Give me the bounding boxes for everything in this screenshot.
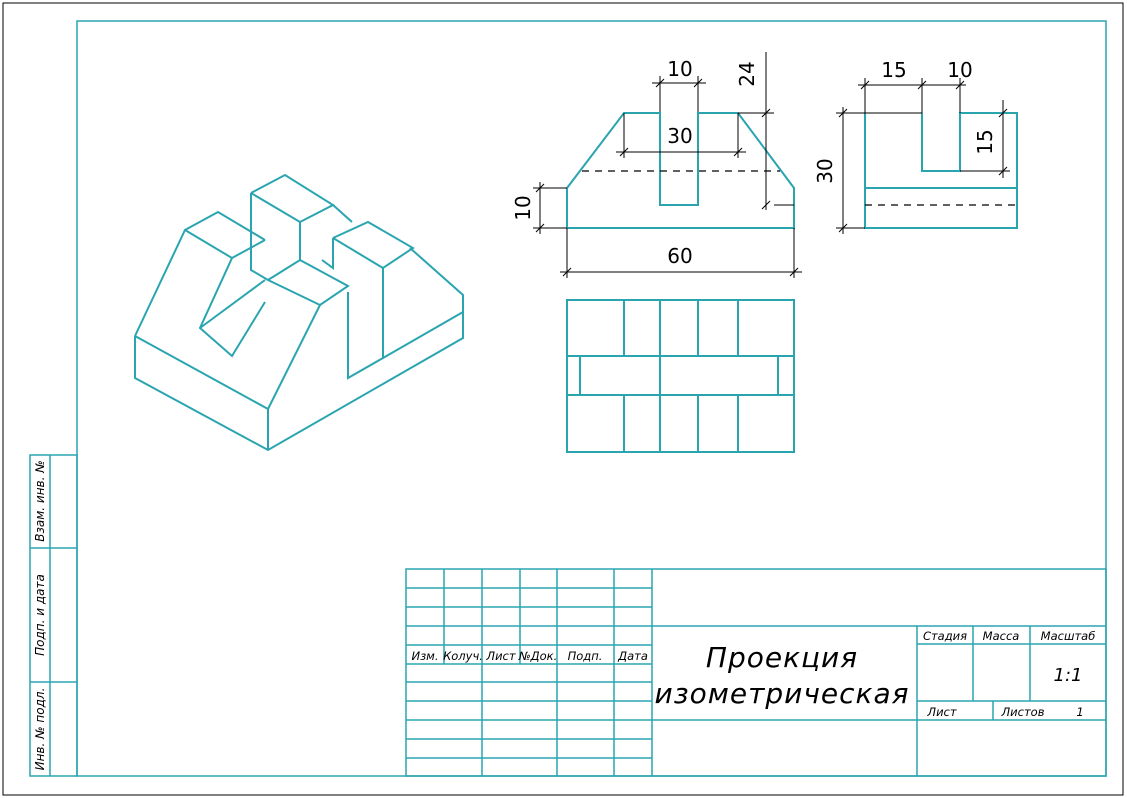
stamp-vzam-inv: Взам. инв. № — [33, 460, 47, 541]
dim-side-left: 15 — [881, 58, 906, 82]
title-block: Изм. Колуч. Лист №Док. Подп. Дата Проекц… — [405, 568, 1107, 777]
drawing-title-line1: Проекция — [706, 641, 858, 674]
dim-side-height: 30 — [813, 158, 837, 183]
tb-scale-label: Масштаб — [1041, 629, 1096, 643]
isometric-view — [134, 173, 464, 452]
side-stamp: Взам. инв. № Подп. и дата Инв. № подл. — [29, 454, 78, 777]
tb-mass-label: Масса — [983, 629, 1020, 643]
side-view: 15 10 15 30 — [813, 58, 1018, 234]
top-view — [566, 299, 795, 453]
tb-header-kol-uch: Колуч. — [443, 649, 483, 663]
dim-front-top-slot: 10 — [667, 57, 692, 81]
tb-sheet-label: Лист — [926, 705, 956, 719]
dim-side-slot-depth: 15 — [973, 129, 997, 154]
dim-front-height: 24 — [735, 61, 759, 86]
dim-front-width: 60 — [667, 244, 692, 268]
dim-front-top-width: 30 — [667, 124, 692, 148]
dim-side-slot: 10 — [947, 58, 972, 82]
tb-stage-label: Стадия — [923, 629, 967, 643]
stamp-inv-podl: Инв. № подл. — [33, 688, 47, 771]
dim-front-base-height: 10 — [511, 195, 535, 220]
tb-sheets-value: 1 — [1076, 705, 1083, 719]
stamp-podp-data: Подп. и дата — [33, 574, 47, 656]
tb-sheets-label: Листов — [1001, 705, 1045, 719]
tb-header-podp: Подп. — [568, 649, 603, 663]
tb-header-doc-no: №Док. — [518, 649, 558, 663]
drawing-title-line2: изометрическая — [655, 677, 910, 710]
tb-header-data: Дата — [617, 649, 648, 663]
tb-header-izm: Изм. — [411, 649, 438, 663]
front-view: 10 24 30 10 60 — [511, 52, 802, 278]
tb-header-list: Лист — [485, 649, 515, 663]
tb-scale-value: 1:1 — [1054, 665, 1083, 686]
